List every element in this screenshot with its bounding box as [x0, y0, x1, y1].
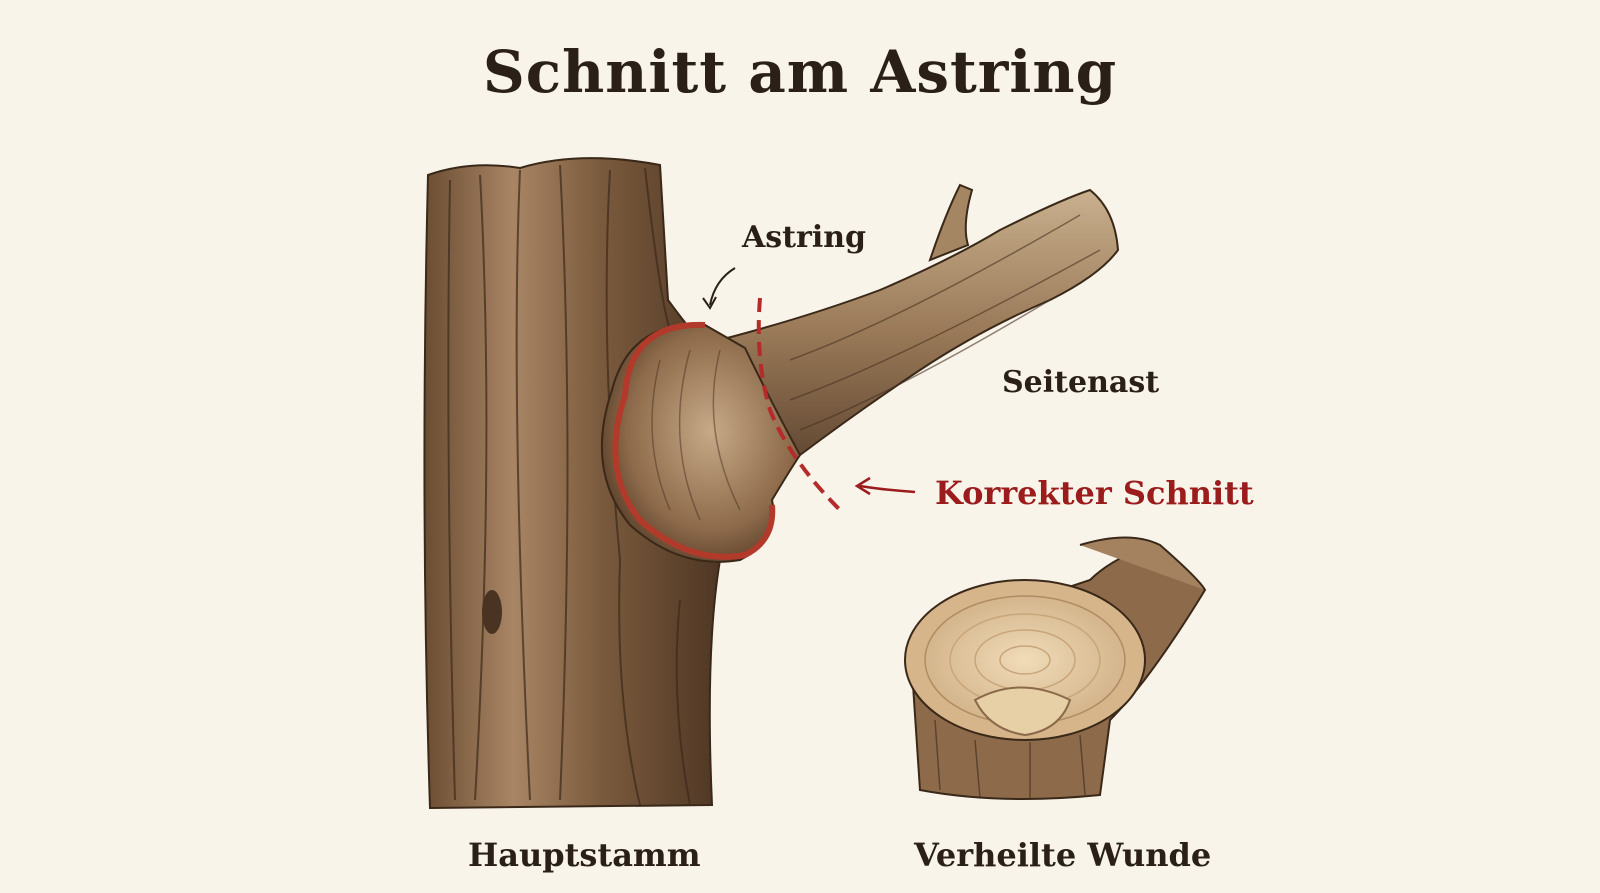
side-branch [698, 183, 1120, 472]
label-astring: Astring [742, 220, 867, 255]
knot [482, 590, 502, 634]
label-verheilte-wunde: Verheilte Wunde [914, 836, 1212, 874]
label-seitenast: Seitenast [1002, 365, 1160, 400]
cut-arrow [859, 484, 916, 494]
astring-arrow [709, 267, 736, 306]
collar-ring-highlight [612, 321, 776, 560]
branch-collar [600, 321, 802, 563]
page-title: Schnitt am Astring [482, 38, 1118, 106]
main-trunk [423, 157, 722, 810]
healed-wound-stump [904, 536, 1207, 800]
label-hauptstamm: Hauptstamm [468, 836, 701, 874]
cut-line [756, 297, 842, 512]
label-korrekter-schnitt: Korrekter Schnitt [935, 474, 1254, 512]
